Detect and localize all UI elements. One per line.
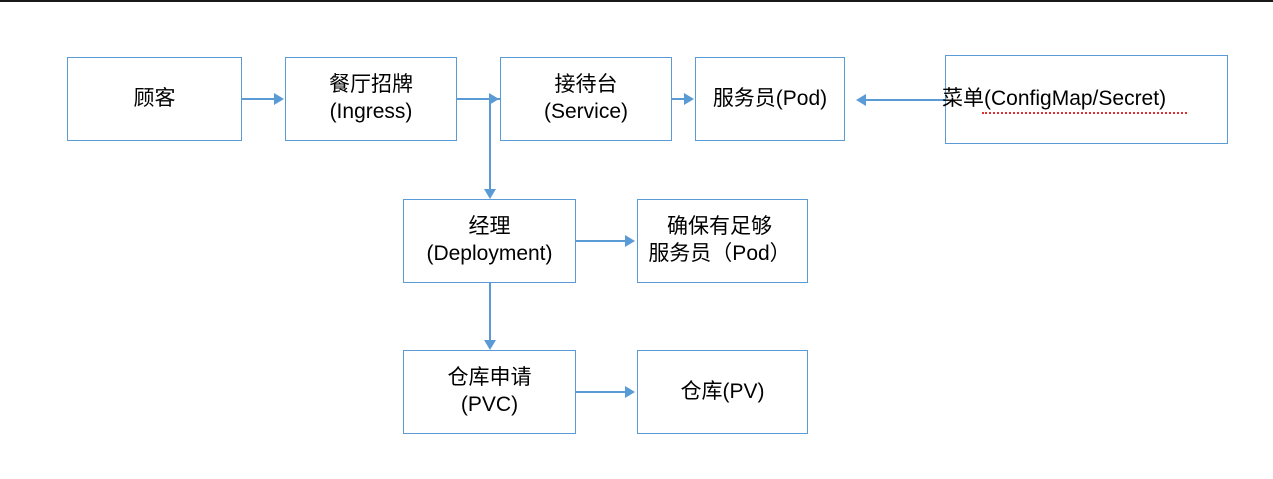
edge-deployment-to-pvc-line: [489, 283, 491, 341]
node-configmap-label: 菜单(ConfigMap/Secret): [942, 87, 1167, 111]
edge-ingress-to-deployment-line: [489, 98, 491, 190]
edge-deployment-to-ensure-pods-arrowhead: [625, 235, 635, 247]
node-deployment[interactable]: 经理 (Deployment): [403, 199, 576, 283]
edge-deployment-to-pvc-arrowhead: [484, 340, 496, 350]
node-ensure-pods-label: 确保有足够 服务员（Pod）: [648, 215, 791, 265]
node-pod[interactable]: 服务员(Pod): [695, 57, 845, 141]
node-customer-label: 顾客: [133, 86, 176, 110]
node-customer[interactable]: 顾客: [67, 57, 242, 141]
edge-customer-to-ingress-line: [242, 98, 275, 100]
node-pvc-label: 仓库申请 (PVC): [447, 366, 532, 416]
edge-ingress-to-service-line: [457, 98, 490, 100]
node-configmap[interactable]: 菜单(ConfigMap/Secret): [942, 55, 1228, 144]
node-ingress[interactable]: 餐厅招牌 (Ingress): [285, 57, 457, 141]
edge-pvc-to-pv-line: [576, 391, 626, 393]
edge-customer-to-ingress-arrowhead: [274, 93, 284, 105]
node-service-label: 接待台 (Service): [543, 73, 628, 123]
spellcheck-underline-configmap: [982, 108, 1187, 114]
edge-service-to-pod-arrowhead: [684, 93, 694, 105]
edge-ingress-to-service-arrowhead: [489, 93, 499, 105]
edge-pvc-to-pv-arrowhead: [625, 386, 635, 398]
node-deployment-label: 经理 (Deployment): [426, 215, 553, 265]
node-ensure-pods[interactable]: 确保有足够 服务员（Pod）: [637, 199, 808, 283]
edge-configmap-to-pod-arrowhead: [856, 94, 866, 106]
edge-deployment-to-ensure-pods-line: [576, 240, 626, 242]
node-pod-label: 服务员(Pod): [712, 86, 828, 110]
node-pv[interactable]: 仓库(PV): [637, 350, 808, 434]
top-border-rule: [0, 0, 1273, 2]
node-pv-label: 仓库(PV): [680, 379, 765, 403]
edge-service-to-pod-line: [672, 98, 685, 100]
edge-configmap-to-pod-line: [866, 99, 945, 101]
node-service[interactable]: 接待台 (Service): [500, 57, 672, 141]
node-pvc[interactable]: 仓库申请 (PVC): [403, 350, 576, 434]
node-ingress-label: 餐厅招牌 (Ingress): [329, 73, 413, 123]
edge-ingress-to-deployment-arrowhead: [484, 189, 496, 199]
